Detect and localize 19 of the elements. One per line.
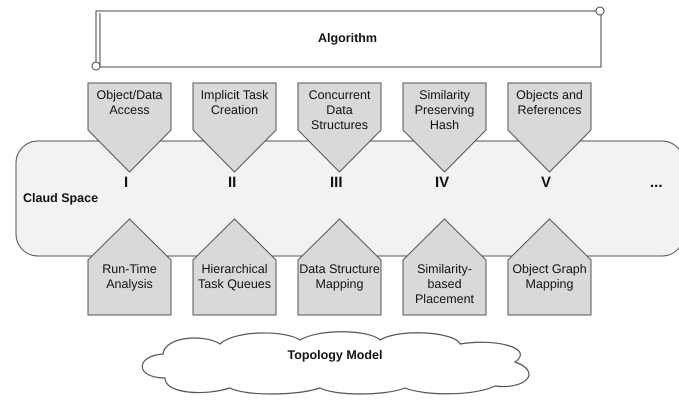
node-text: Algorithm [316, 31, 378, 46]
node-text: Hierarchical Task Queues [197, 262, 272, 292]
node-text: Objects and References [515, 88, 584, 118]
node-text: Object Graph Mapping [511, 262, 588, 292]
roman-numeral: V [541, 174, 552, 191]
node-text: Data Structure Mapping [299, 262, 380, 292]
node-text: Object/Data Access [95, 88, 164, 118]
node-text: Similarity Preserving Hash [414, 88, 476, 133]
roman-numeral: I [124, 174, 128, 191]
roman-numeral: III [330, 174, 343, 191]
node-text: Topology Model [286, 348, 384, 363]
node-text: Claud Space [23, 190, 98, 206]
roman-numeral: IV [435, 174, 450, 191]
roman-numeral: ... [650, 174, 663, 191]
roman-numeral: II [228, 174, 236, 191]
node-text: Run-Time Analysis [101, 262, 158, 292]
node-text: Implicit Task Creation [200, 88, 270, 118]
node-text: Similarity-based Placement [414, 262, 476, 307]
node-text: Concurrent Data Structures [308, 88, 372, 133]
